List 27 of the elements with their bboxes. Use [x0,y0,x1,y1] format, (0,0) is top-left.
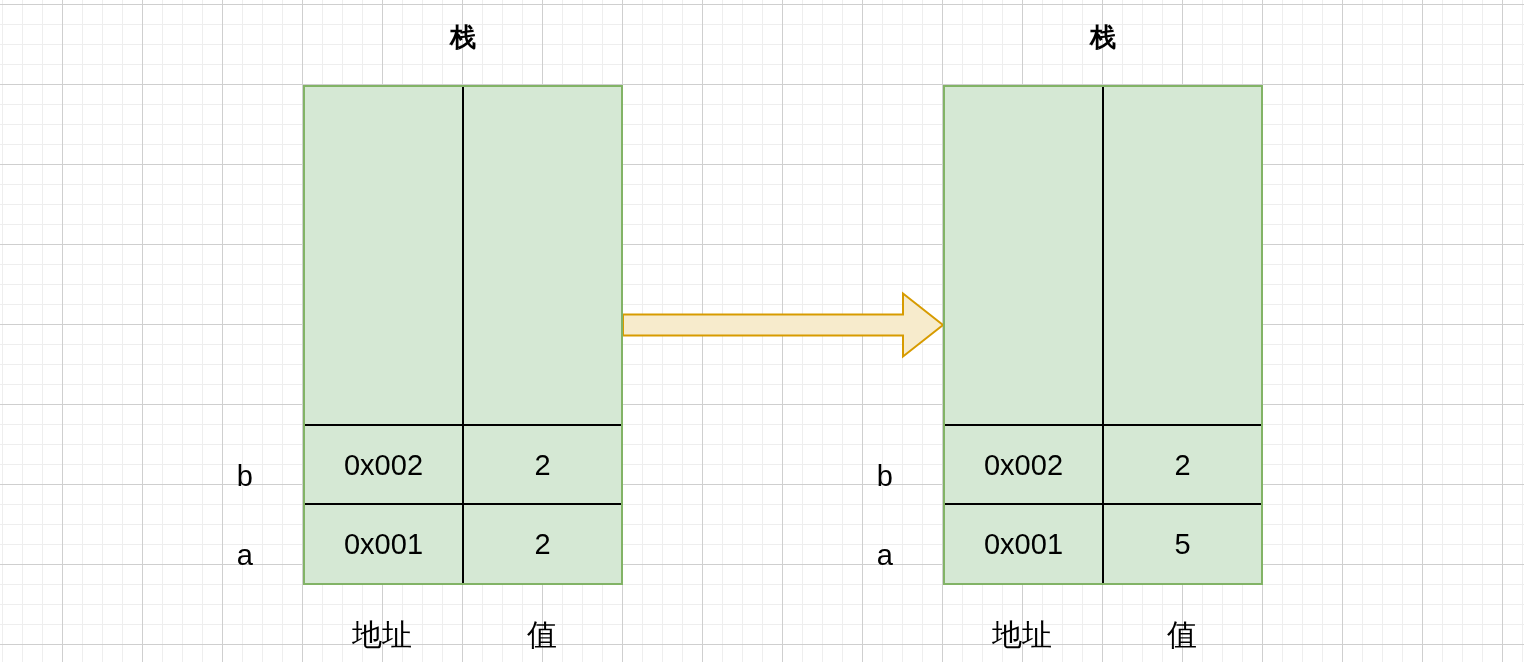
variable-name: b [876,458,893,493]
column-header: 值 [1167,617,1197,653]
table-cell [1103,87,1261,425]
column-header: 地址 [352,617,412,653]
table-cell [305,87,463,425]
variable-value: 2 [1174,447,1191,482]
memory-address: 0x002 [984,447,1063,482]
table-cell [463,87,621,425]
stack-title: 栈 [1090,21,1116,53]
table-cell [1103,504,1261,583]
variable-name: a [876,537,893,572]
table-cell [463,504,621,583]
block-arrow [622,291,945,359]
memory-address: 0x002 [344,447,423,482]
table-cell [1103,425,1261,504]
memory-address: 0x001 [344,527,423,561]
variable-name: b [236,458,253,493]
variable-value: 2 [534,527,551,561]
variable-value: 5 [1174,527,1191,561]
column-header: 值 [527,617,557,653]
memory-address: 0x001 [984,527,1063,561]
variable-value: 2 [534,447,551,482]
table-cell [945,87,1103,425]
table-cell [463,425,621,504]
stack-title: 栈 [450,21,476,53]
column-header: 地址 [992,617,1052,653]
variable-name: a [236,537,253,572]
